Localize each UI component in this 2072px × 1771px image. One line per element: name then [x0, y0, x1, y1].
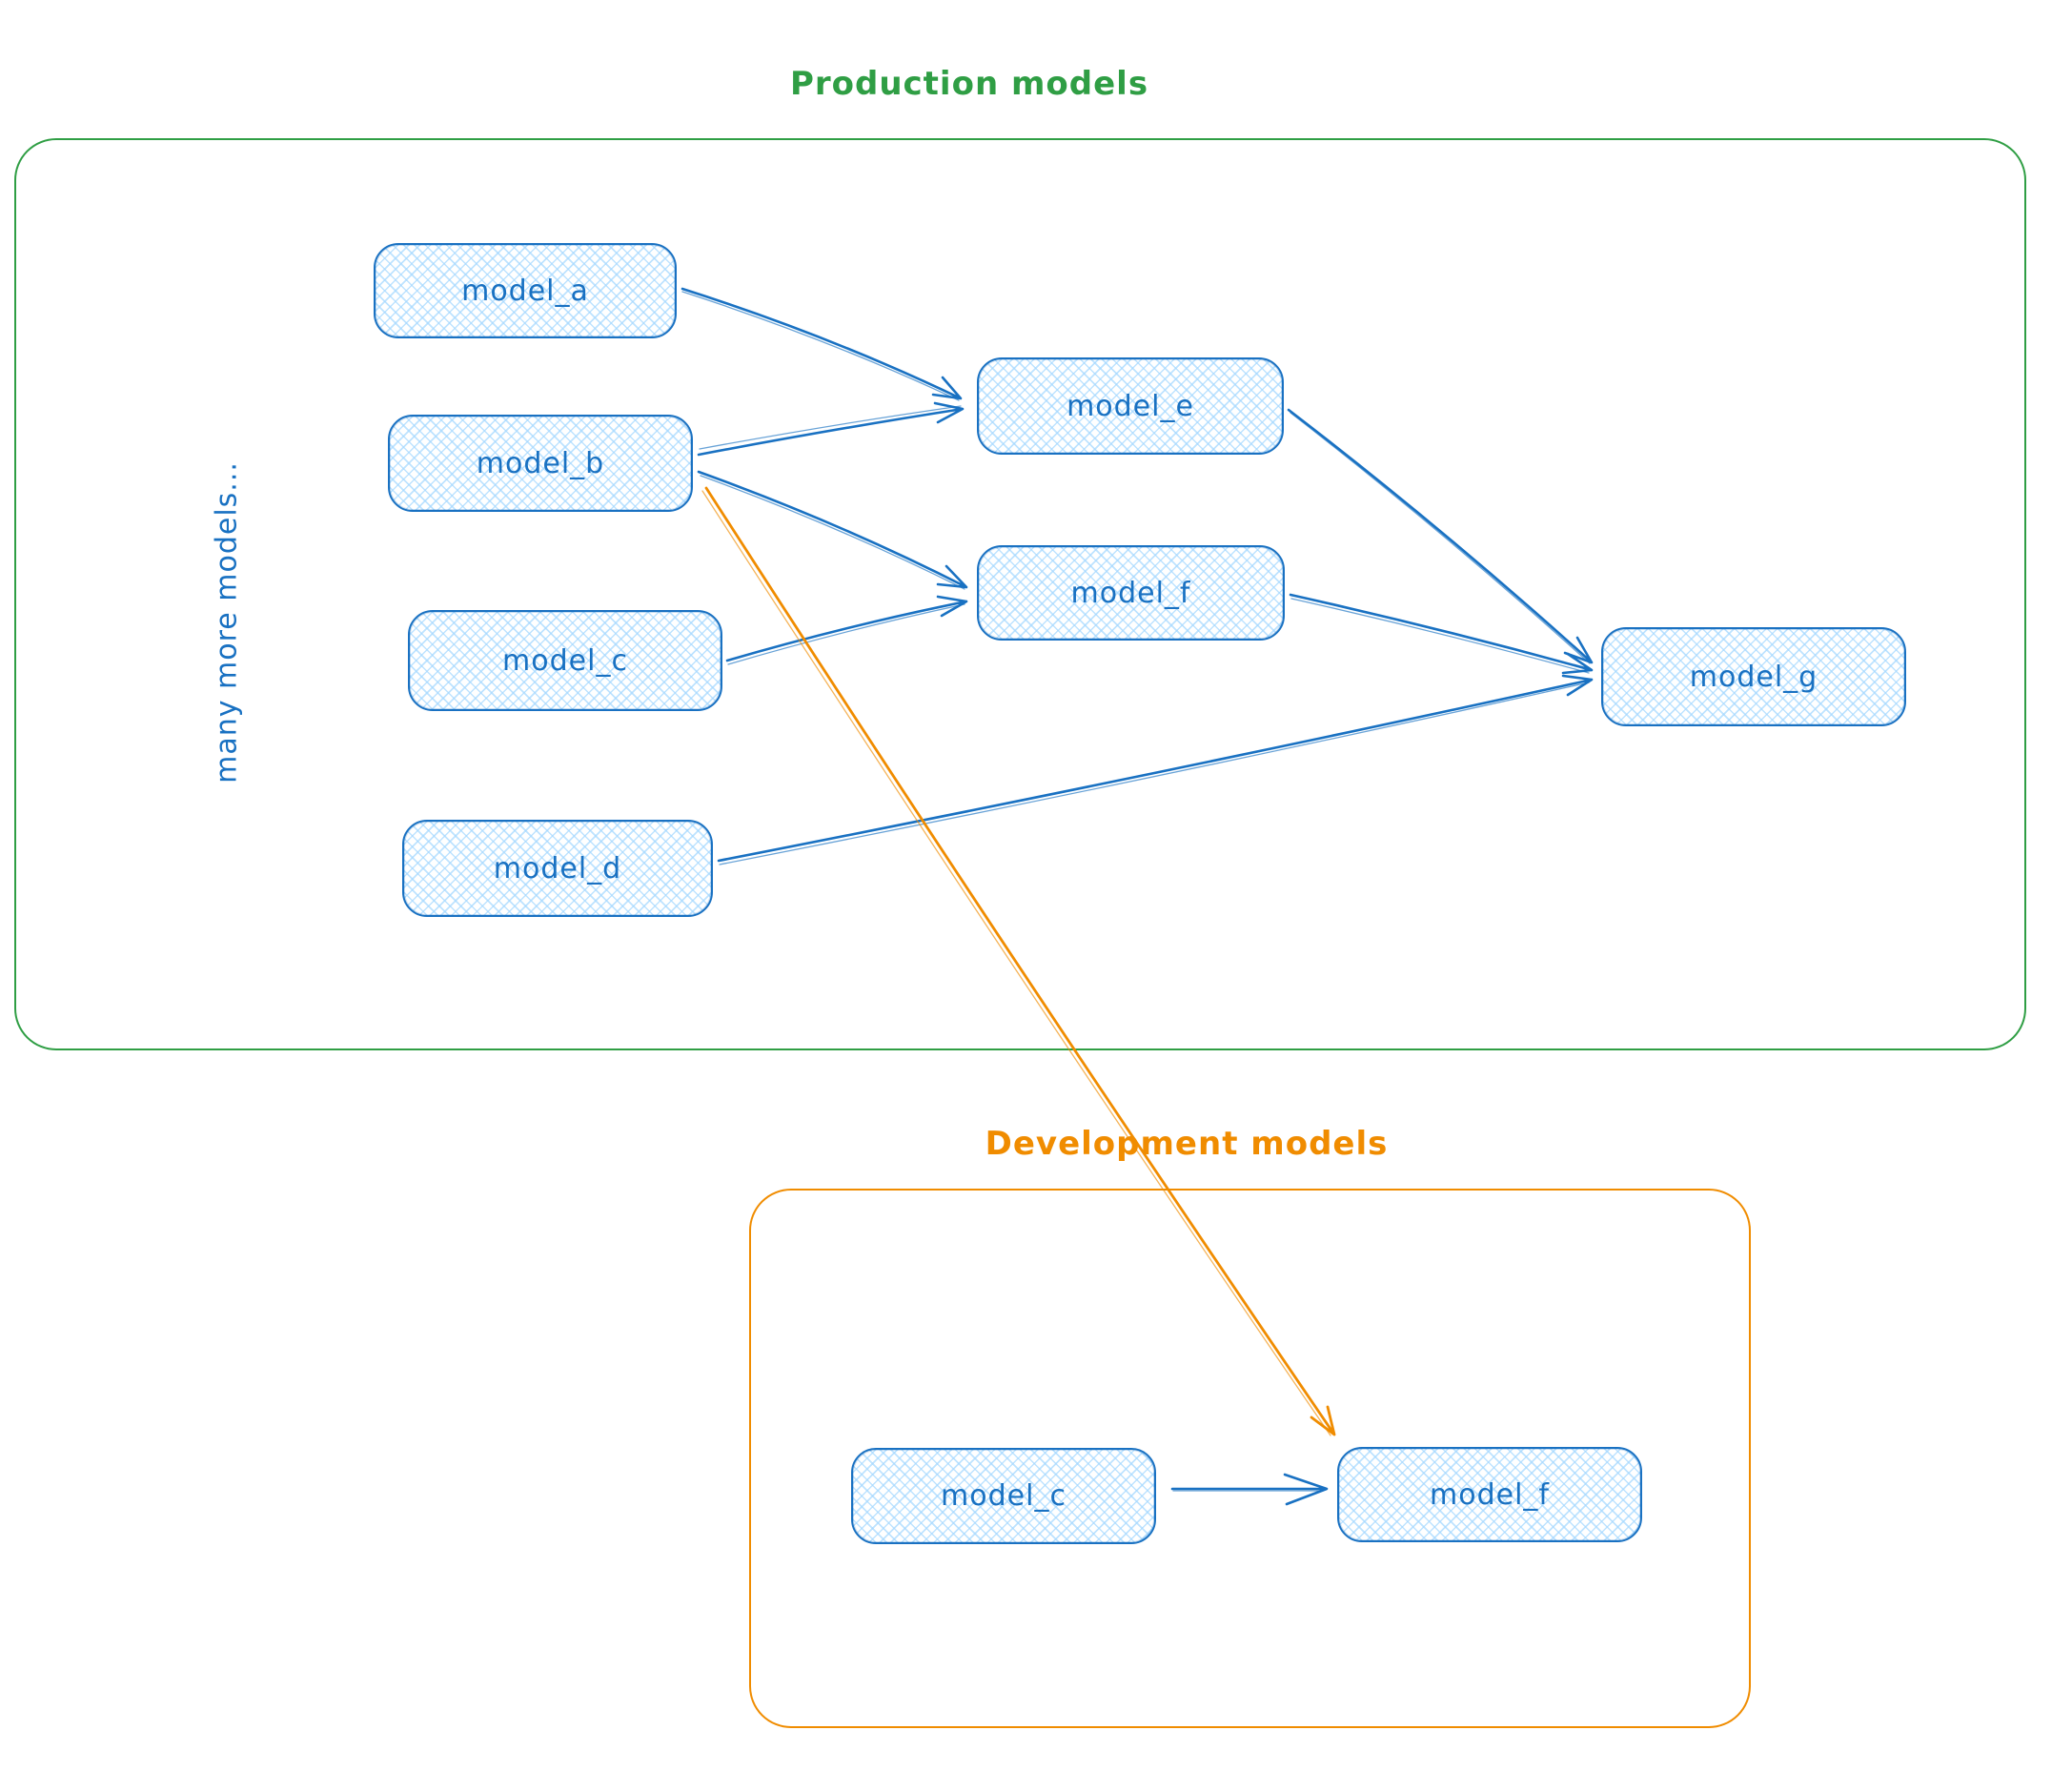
development-group-title: Development models — [985, 1125, 1389, 1163]
node-model-e-label: model_e — [1066, 389, 1194, 423]
node-model-a-label: model_a — [461, 274, 589, 308]
node-model-f: model_f — [977, 545, 1285, 641]
node-dev-model-c-label: model_c — [941, 1479, 1066, 1513]
node-model-c: model_c — [408, 610, 722, 711]
node-model-e: model_e — [977, 357, 1284, 455]
node-model-b-label: model_b — [476, 446, 605, 480]
node-model-f-label: model_f — [1070, 576, 1191, 610]
node-model-b: model_b — [388, 415, 693, 512]
node-model-d-label: model_d — [493, 851, 622, 886]
node-model-a: model_a — [374, 243, 677, 338]
node-model-d: model_d — [402, 820, 713, 917]
production-group-title: Production models — [789, 65, 1149, 103]
many-more-models-note: many more models... — [210, 461, 244, 784]
node-model-c-label: model_c — [502, 643, 628, 678]
node-model-g: model_g — [1601, 627, 1906, 726]
node-dev-model-f-label: model_f — [1430, 1477, 1550, 1512]
node-model-g-label: model_g — [1689, 660, 1818, 694]
node-dev-model-c: model_c — [851, 1448, 1156, 1544]
node-dev-model-f: model_f — [1337, 1447, 1642, 1542]
